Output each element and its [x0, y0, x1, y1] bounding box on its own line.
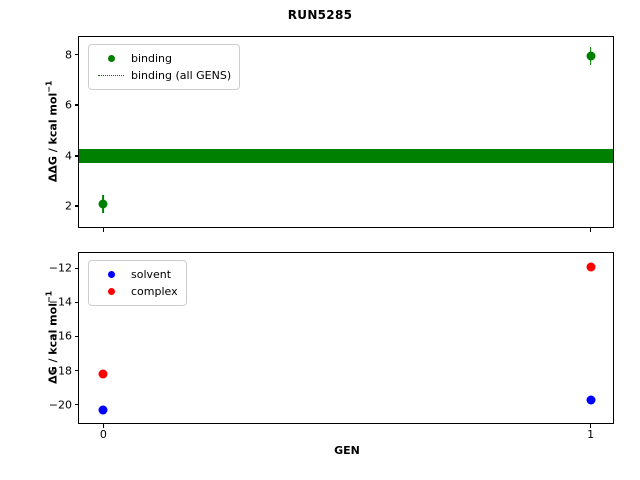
- y-tick-mark: [74, 301, 79, 304]
- y-tick-label: 4: [65, 149, 72, 163]
- binding-all-gens-band: [79, 149, 613, 164]
- y-tick-mark: [74, 154, 79, 157]
- bottom-panel-legend: solvent complex: [88, 260, 187, 306]
- y-tick-label: 8: [65, 48, 72, 62]
- x-tick-label: 0: [99, 428, 107, 441]
- data-point-binding: [586, 51, 596, 61]
- top-panel-plot-area: [79, 37, 613, 227]
- x-tick-label: 1: [587, 428, 595, 441]
- x-tick-mark: [102, 227, 105, 232]
- data-point-complex: [98, 369, 108, 379]
- y-tick-label: −18: [48, 364, 72, 377]
- legend-label-complex: complex: [131, 285, 178, 298]
- page-title: RUN5285: [287, 8, 353, 22]
- y-tick-label: 2: [65, 199, 72, 213]
- legend-item-complex: complex: [95, 283, 178, 300]
- y-tick-label: −14: [48, 295, 72, 309]
- y-tick-label: 6: [65, 98, 72, 112]
- top-panel-axes: ΔΔG / kcal mol−1 2 4 6 8 binding binding (a…: [45, 36, 614, 232]
- legend-label-binding-all-gens: binding (all GENS): [131, 69, 232, 82]
- data-point-solvent: [98, 405, 108, 415]
- y-tick-mark: [74, 53, 79, 56]
- solvent-marker-icon: [95, 271, 127, 278]
- data-point-binding: [98, 199, 108, 209]
- y-tick-mark: [74, 205, 79, 208]
- legend-label-solvent: solvent: [131, 268, 172, 281]
- binding-all-gens-line-icon: [95, 75, 127, 76]
- x-tick-mark: [102, 423, 105, 428]
- top-panel-y-axis-label: ΔΔG / kcal mol−1: [44, 80, 60, 183]
- y-tick-label: −16: [48, 329, 72, 343]
- data-point-solvent: [586, 395, 596, 405]
- y-tick-mark: [74, 267, 79, 270]
- legend-item-solvent: solvent: [95, 266, 178, 283]
- binding-marker-icon: [95, 55, 127, 62]
- legend-label-binding: binding: [131, 52, 173, 65]
- legend-item-binding: binding: [95, 50, 231, 67]
- x-axis-label: GEN: [334, 444, 360, 457]
- x-tick-mark: [589, 423, 592, 428]
- y-tick-mark: [74, 335, 79, 338]
- bottom-panel-plot-area: [79, 253, 613, 423]
- x-tick-mark: [589, 227, 592, 232]
- y-tick-mark: [74, 104, 79, 106]
- top-panel-legend: binding binding (all GENS): [88, 44, 241, 90]
- y-tick-label: −20: [48, 398, 72, 412]
- y-tick-mark: [74, 369, 79, 372]
- y-tick-mark: [74, 403, 79, 406]
- complex-marker-icon: [95, 288, 127, 295]
- data-point-complex: [586, 262, 596, 272]
- y-tick-label: −12: [48, 261, 72, 275]
- legend-item-binding-all-gens: binding (all GENS): [95, 67, 231, 84]
